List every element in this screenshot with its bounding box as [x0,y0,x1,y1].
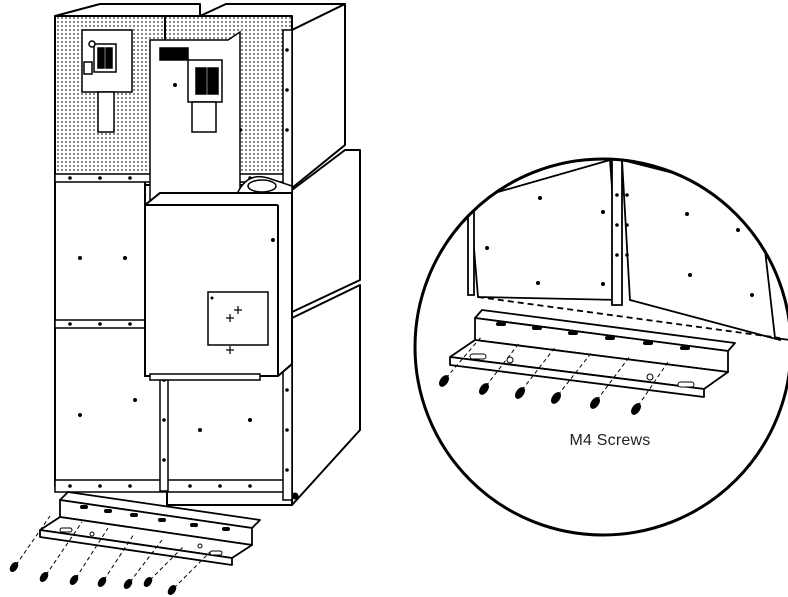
cabinet-side-lower [292,285,360,505]
callout-seam [612,159,622,305]
bracket-small-holes [60,505,230,555]
callout-circle [415,159,788,535]
power-module [150,32,240,200]
callout-label-m4-screws: M4 Screws [569,432,651,449]
screws-small [9,516,210,596]
callout-panel-left [470,160,620,300]
breaker-module-left [82,30,132,132]
front-panel-bottom-left [55,326,167,486]
detail-callout [415,155,788,535]
access-cover-screws [226,306,242,354]
access-cover [145,193,292,380]
front-panel-middle-left [55,176,145,326]
cabinet-top-left [55,4,200,16]
